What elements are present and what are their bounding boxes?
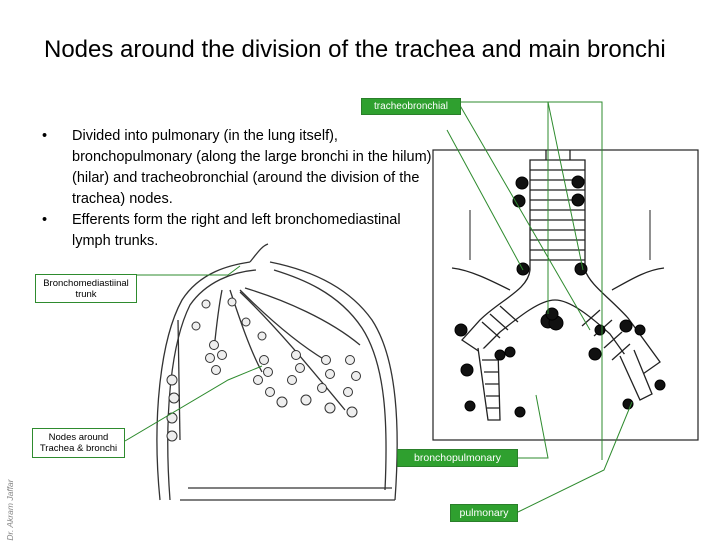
left-node-cluster <box>166 297 361 442</box>
label-bronchomediastinal-trunk: Bronchomediastiinal trunk <box>35 274 137 303</box>
slide-title: Nodes around the division of the trachea… <box>44 36 666 63</box>
bullet-item: Divided into pulmonary (in the lung itse… <box>40 126 440 210</box>
label-bronchopulmonary: bronchopulmonary <box>397 449 518 467</box>
bullet-list: Divided into pulmonary (in the lung itse… <box>40 126 440 252</box>
left-lymph-illustration <box>156 243 398 501</box>
trachea-illustration <box>432 149 699 441</box>
leader-lines <box>124 101 633 513</box>
bullet-item: Efferents form the right and left bronch… <box>40 210 440 252</box>
trachea-nodes <box>454 175 666 418</box>
label-pulmonary: pulmonary <box>450 504 518 522</box>
label-tracheobronchial: tracheobronchial <box>361 98 461 115</box>
label-nodes-around-trachea: Nodes around Trachea & bronchi <box>32 428 125 458</box>
author-credit: Dr. Akram Jaffar <box>5 479 15 541</box>
